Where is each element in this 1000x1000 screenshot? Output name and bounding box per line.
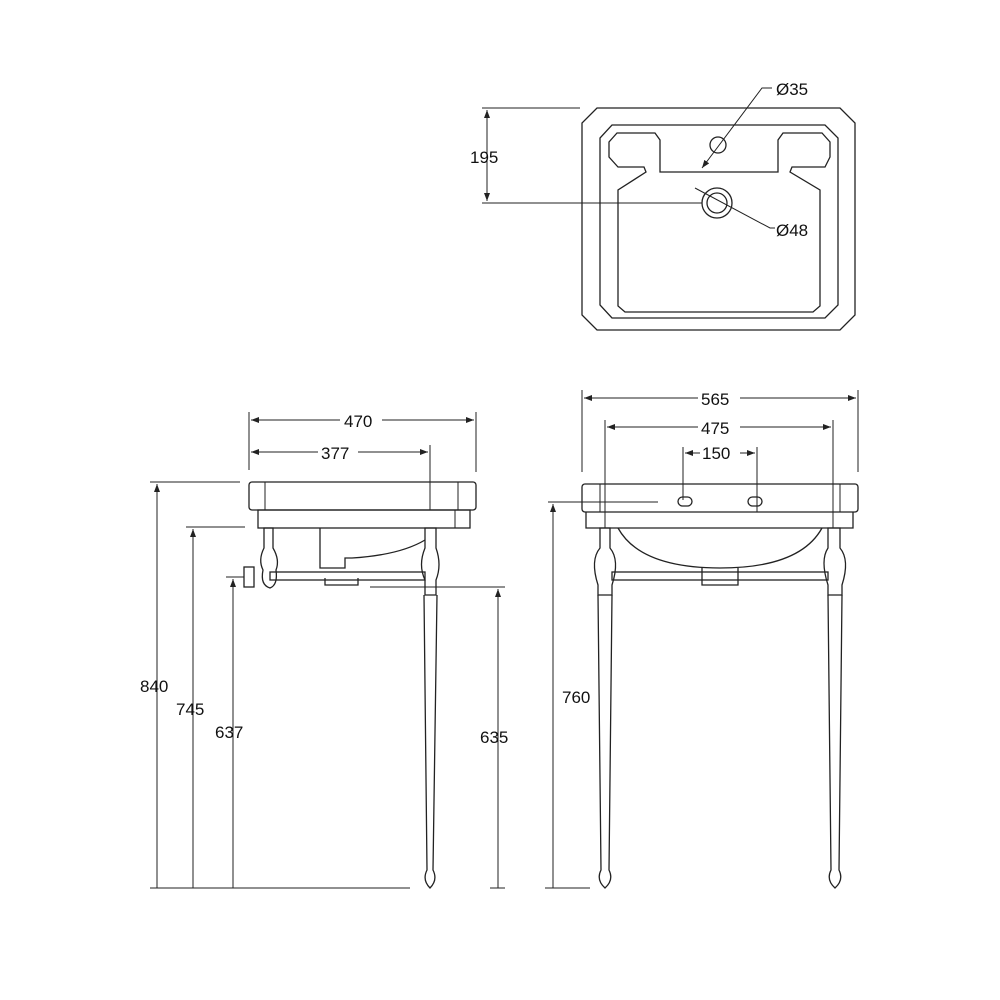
top-view: Ø35 Ø48 195 (470, 80, 856, 331)
leg-centres-label: 475 (701, 419, 729, 438)
overall-width-label: 565 (701, 390, 729, 409)
tap-centres-label: 150 (702, 444, 730, 463)
overall-depth-label: 470 (344, 412, 372, 431)
waste-inner (706, 192, 728, 214)
overall-height-label: 840 (140, 677, 168, 696)
tap-hole-diameter-label: Ø35 (776, 80, 808, 99)
waste-diameter-label: Ø48 (776, 221, 808, 240)
valve-height-label: 637 (215, 723, 243, 742)
side-view: 470 377 840 745 637 635 (140, 410, 508, 889)
front-view: 565 475 150 760 (545, 388, 859, 889)
leg-to-back-label: 377 (321, 444, 349, 463)
tap-hole-height-label: 760 (562, 688, 590, 707)
depth-to-waste-label: 195 (470, 148, 498, 167)
underside-height-label: 745 (176, 700, 204, 719)
tap-hole (709, 136, 727, 154)
trap-height-label: 635 (480, 728, 508, 747)
